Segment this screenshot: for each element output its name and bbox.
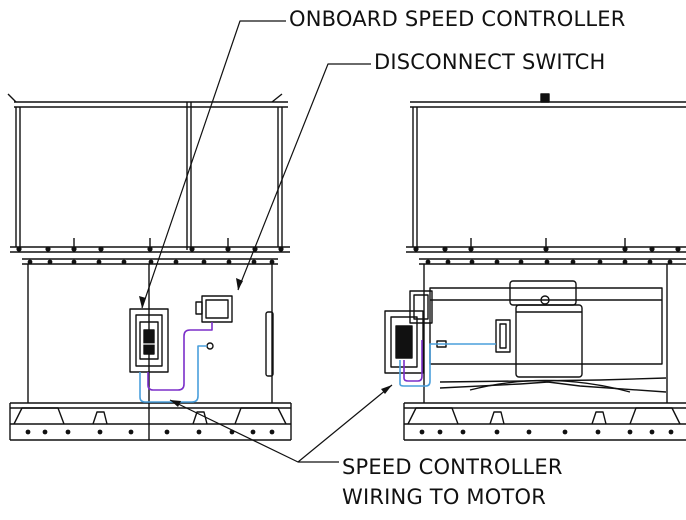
callout-disconnect-switch: DISCONNECT SWITCH (374, 50, 606, 74)
left-wiring (139, 322, 213, 403)
leader-lines (141, 20, 393, 463)
right-wiring (399, 340, 496, 387)
callout-speed-controller-wiring-line2: WIRING TO MOTOR (342, 485, 547, 509)
left-fan-unit (7, 93, 292, 441)
callout-onboard-speed-controller: ONBOARD SPEED CONTROLLER (289, 7, 626, 31)
leader-arrowheads (139, 278, 392, 407)
callout-speed-controller-wiring-line1: SPEED CONTROLLER (342, 455, 563, 479)
right-fan-unit (384, 93, 686, 441)
